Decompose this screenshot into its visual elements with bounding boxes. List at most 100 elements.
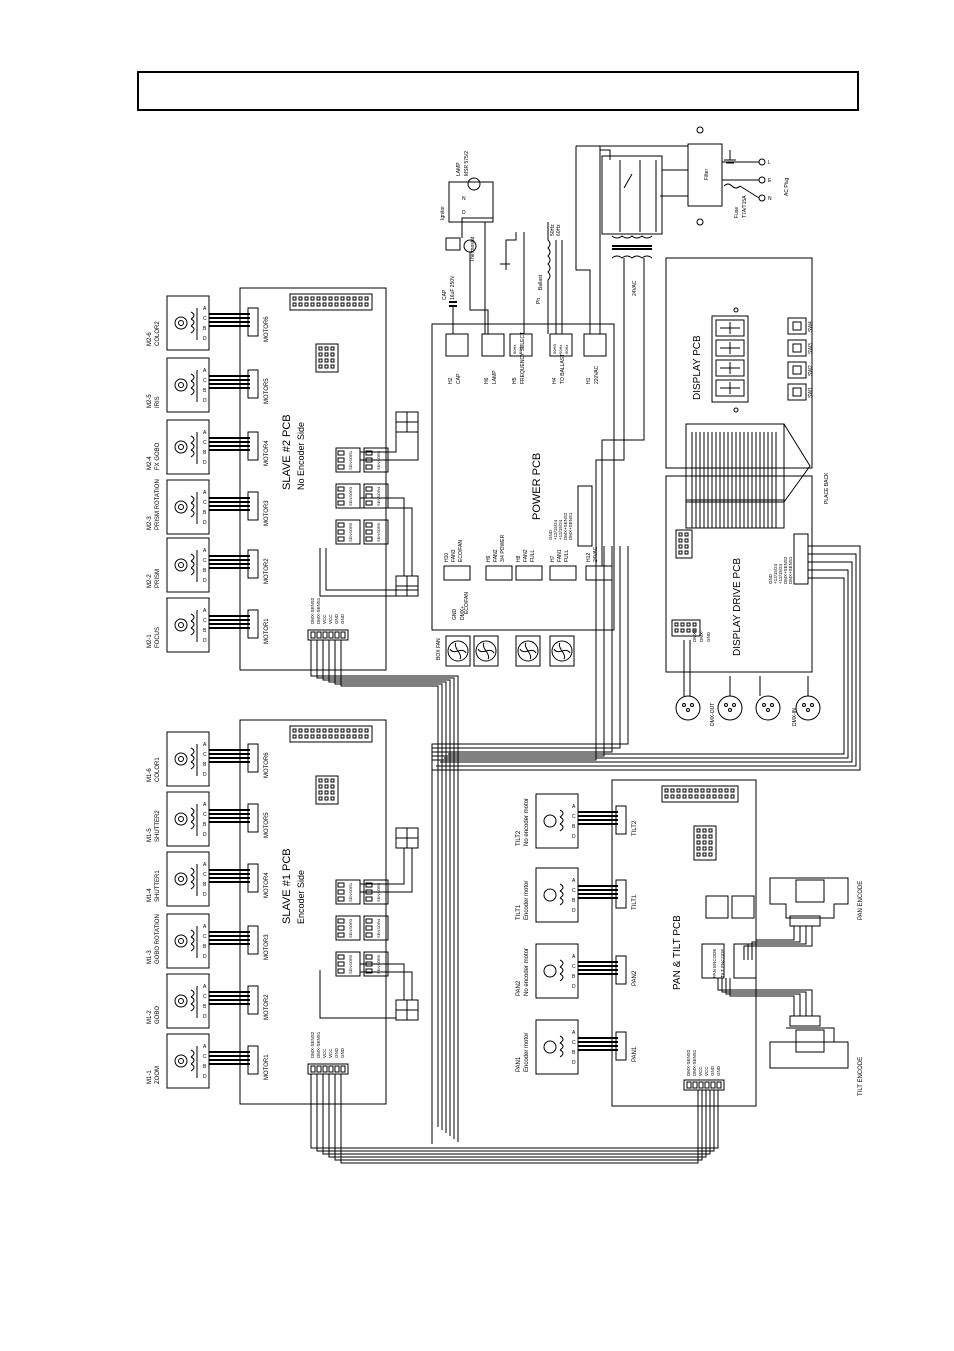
fan-blade [485,650,490,660]
bus-pin [310,1065,316,1073]
connector-sub: FULL [564,550,570,562]
pin [330,346,335,351]
digit [715,379,745,397]
xlr-pin [766,708,770,712]
motor-pin-label: A [203,862,207,868]
connector-name: FAN3 [451,549,457,562]
motor-connector-label: MOTOR6 [264,316,270,342]
pin [680,628,685,633]
pin [318,352,323,357]
sensor-pin [365,464,373,470]
bus-pin-label: VCC [322,614,327,624]
pin [670,788,675,793]
bus-pin [322,631,328,639]
pin [318,784,323,789]
power-connector [583,333,607,357]
encoder-outline [769,1027,849,1069]
ballast-ph: Ph [536,298,542,304]
motor-shaft-center [178,504,184,510]
motor-pin-label: B [203,1064,207,1070]
board-subtitle: No Encoder Side [296,422,306,490]
connector-sub: 3/4 POWER [500,534,506,562]
pin [298,302,303,307]
jack-label: GND [706,631,711,642]
jumper-header [315,775,339,805]
header-outline [289,725,373,743]
connector-sub: FULL [530,550,536,562]
motor-pin-label: A [203,608,207,614]
pin [330,790,335,795]
fan-ring [517,640,539,662]
pin [340,302,345,307]
motor-pin-label: B [572,898,576,904]
connector-id: H6 [484,377,490,384]
ac-pin [758,158,766,166]
ac-pin-label: E [768,178,772,184]
pin [310,302,315,307]
eco-label: ECO/FAN [464,592,470,614]
igniter-box [448,181,494,223]
motor-pin-label: A [572,804,576,810]
motor-shaft-center [178,938,184,944]
motor-pin-label: B [203,510,207,516]
sensor-plug [395,827,419,849]
connector-sub: ECO/FAN [458,540,464,562]
sensor-plug [395,575,419,597]
bus-pin-label: DMX-SENS1 [316,1031,321,1058]
motor-shaft-center [178,320,184,326]
fan-blade [482,642,487,652]
pin [680,622,685,627]
motor-connector-label: MOTOR1 [264,618,270,644]
pin [324,790,329,795]
motor-shaft [174,618,188,632]
ac-plug-label: AC Plug [784,177,790,196]
motor-desc: No encoder motor [524,948,530,996]
motor-pin-label: C [203,812,207,818]
motor-id: M1-1 [147,1070,153,1084]
connector-id: H10 [444,553,450,562]
header-outline [675,529,693,559]
fan-ring [447,640,469,662]
motor-pin-label: B [572,824,576,830]
motor-connector [247,985,259,1015]
coil [559,1042,564,1051]
mount-hole [696,126,704,134]
transformer-label: 24VAC [632,280,638,296]
fan-blade [561,649,571,654]
pin [330,358,335,363]
pin [670,794,675,799]
motor-name: PRISM ROTATION [155,479,161,530]
motor-connector-label: MOTOR3 [264,934,270,960]
switch-sw2 [787,361,807,379]
motor-pin-label: C [203,440,207,446]
motor-pin-label: D [203,1014,207,1020]
motor-pin-label: B [203,1004,207,1010]
freq-pin: 50Hz [518,345,523,354]
motor-connector-label: TILT1 [632,894,638,910]
dmx-in-jack [795,695,821,721]
encoder-plug [705,895,729,919]
coil [559,973,564,982]
motor-pin-label: D [203,520,207,526]
bus-pin [340,1065,346,1073]
igniter-d: D [462,210,466,216]
motor-connector-label: MOTOR4 [264,872,270,898]
pin [316,296,321,301]
sensor-pin [337,882,345,888]
sensor-box [335,519,361,545]
sensor-pin [337,925,345,931]
motor-pin-label: D [203,832,207,838]
pin [352,302,357,307]
bus-pin [710,1081,716,1089]
pin [304,734,309,739]
motor-shaft [174,558,188,572]
motor-name: IRIS [155,396,161,408]
pin [318,778,323,783]
motor-desc: Encoder motor [524,881,530,920]
motor-name: SHUTTER1 [155,870,161,902]
bus-pin-label: VCC [328,1048,333,1058]
